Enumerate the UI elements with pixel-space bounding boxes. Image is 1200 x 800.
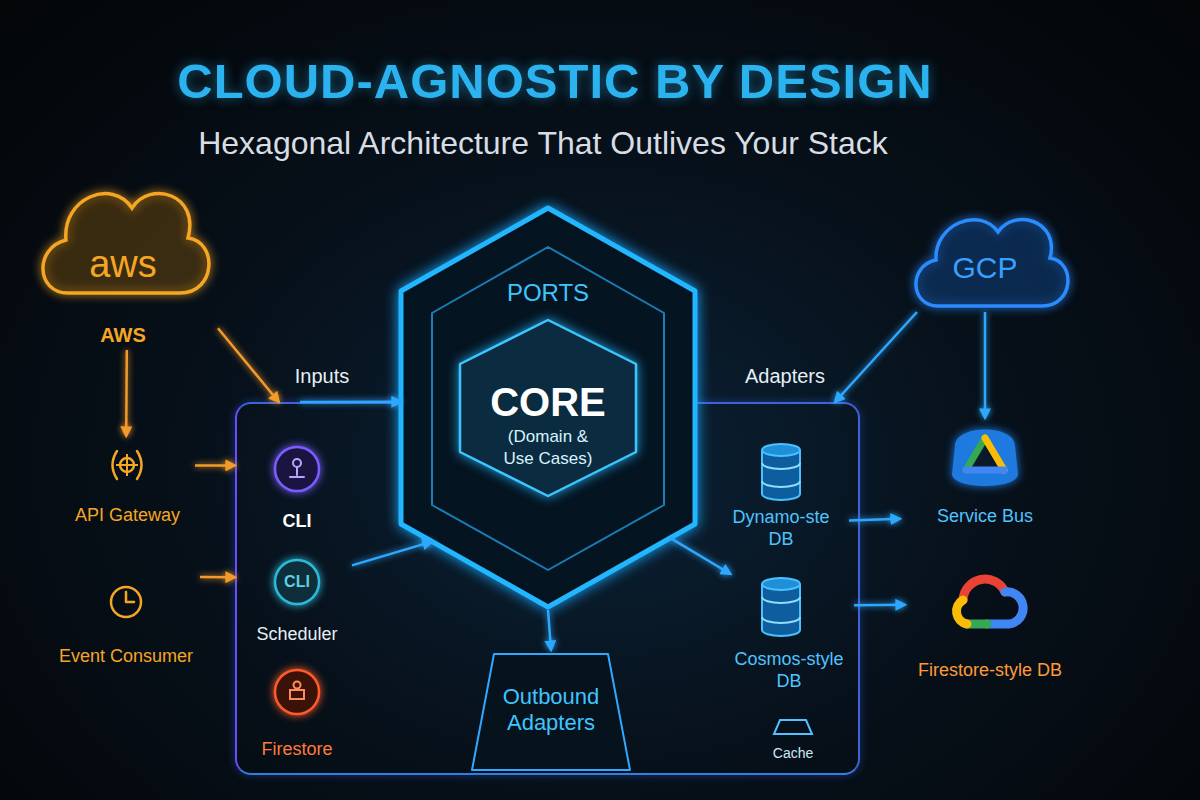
- node-text: Scheduler: [242, 623, 352, 645]
- node-text: Dynamo-ste DB: [726, 506, 836, 550]
- decoration: [762, 450, 800, 500]
- scheduler-adapter: CLI Scheduler: [242, 554, 352, 649]
- node-text: CLI: [242, 572, 352, 592]
- dynamo-adapter: Dynamo-ste DB: [714, 442, 849, 554]
- core-hexagon: CORE(Domain & Use Cases): [458, 318, 638, 498]
- decoration: [275, 670, 319, 714]
- cache-adapter: Cache: [762, 714, 824, 766]
- decoration: [762, 463, 800, 469]
- decoration: [762, 597, 800, 603]
- node-text: GCP: [900, 250, 1070, 286]
- firestore-style-db: Firestore-style DB: [905, 562, 1075, 684]
- gcp-cloud: GCP: [900, 200, 1070, 312]
- node-text: Cache: [762, 744, 824, 762]
- flow-arrow: [984, 312, 987, 418]
- decoration: [762, 617, 800, 623]
- decoration: [126, 592, 134, 602]
- decoration: [275, 447, 319, 491]
- decoration: [957, 600, 967, 624]
- decoration: [774, 720, 812, 734]
- node-text: Service Bus: [900, 505, 1070, 527]
- outbound-adapters: Outbound Adapters: [470, 650, 632, 772]
- node-text: Outbound Adapters: [481, 684, 621, 736]
- node-text: Adapters: [725, 364, 845, 388]
- firestore-adapter: Firestore: [242, 667, 352, 762]
- node-text: PORTS: [398, 279, 698, 307]
- decoration: [963, 579, 1005, 600]
- diagram-title: CLOUD-AGNOSTIC BY DESIGN: [100, 52, 1010, 111]
- api-gateway: API Gateway: [60, 436, 195, 528]
- flow-arrow: [200, 576, 235, 579]
- node-text: (Domain & Use Cases): [493, 426, 603, 470]
- decoration: [472, 654, 630, 770]
- node-text: Firestore: [242, 738, 352, 760]
- decoration: [290, 690, 304, 699]
- node-text: Inputs: [267, 364, 377, 388]
- decoration: [966, 467, 1004, 474]
- decoration: [966, 438, 1004, 470]
- flow-arrow: [849, 519, 900, 521]
- node-text: API Gateway: [60, 504, 195, 526]
- flow-arrow: [854, 603, 905, 606]
- subtitle: Hexagonal Architecture That Outlives You…: [93, 124, 993, 162]
- node-text: CLI: [252, 510, 342, 532]
- node-text: Firestore-style DB: [905, 659, 1075, 681]
- decoration: [762, 481, 800, 487]
- decoration: [966, 438, 985, 470]
- decoration: [762, 584, 800, 636]
- flow-arrow: [548, 610, 551, 650]
- decoration: [293, 459, 301, 467]
- decoration: [987, 592, 1023, 624]
- decoration: [762, 444, 800, 456]
- decoration: [401, 208, 695, 607]
- flow-arrow: [670, 538, 730, 574]
- decoration: [294, 682, 301, 689]
- aws-cloud: awsAWS: [28, 168, 218, 350]
- flow-arrow: [125, 350, 128, 436]
- decoration: [116, 454, 138, 476]
- flow-arrow: [300, 401, 401, 404]
- node-text: aws: [28, 242, 218, 286]
- decoration: [762, 578, 800, 590]
- decoration: [113, 451, 142, 479]
- flow-arrow: [195, 464, 235, 467]
- node-text: AWS: [28, 323, 218, 347]
- event-consumer: Event Consumer: [52, 575, 200, 670]
- flow-arrow: [835, 312, 917, 402]
- service-bus: Service Bus: [900, 418, 1070, 530]
- decoration: [985, 438, 1004, 470]
- decoration: [952, 430, 1018, 487]
- cli-adapter: CLI: [252, 442, 342, 534]
- node-text: Cosmos-style DB: [727, 648, 851, 692]
- node-text: CORE: [458, 378, 638, 426]
- ports-hexagon: PORTS CORE(Domain & Use Cases): [398, 205, 698, 610]
- decoration: [111, 587, 141, 617]
- flow-arrow: [352, 542, 432, 566]
- cosmos-adapter: Cosmos-style DB: [724, 574, 854, 699]
- node-text: Event Consumer: [52, 645, 200, 667]
- flow-arrow: [218, 328, 279, 402]
- decoration: [290, 467, 304, 477]
